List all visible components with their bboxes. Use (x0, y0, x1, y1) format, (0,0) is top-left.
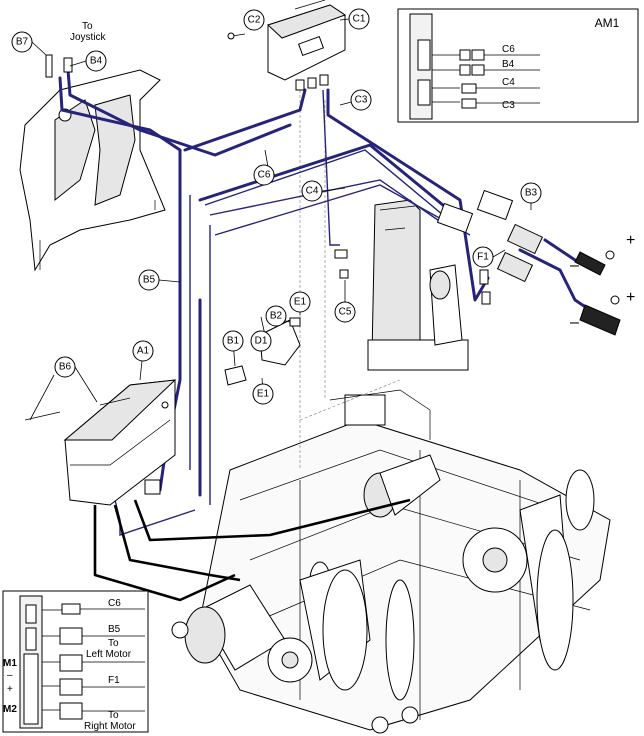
svg-text:C5: C5 (339, 307, 352, 318)
a1-label-to-right-2: Right Motor (84, 721, 136, 732)
callout-c4: C4 (301, 180, 323, 202)
a1-label-to-left-2: Left Motor (86, 649, 132, 660)
svg-text:C2: C2 (248, 15, 261, 26)
a1-label-m1: M1 (3, 658, 17, 669)
svg-text:B1: B1 (227, 336, 240, 347)
plus-sign-bottom: + (626, 289, 635, 306)
chassis-frame (171, 80, 611, 734)
svg-text:C1: C1 (353, 14, 366, 25)
a1-label-plus: + (7, 684, 13, 695)
callouts: B7 B4 C2 C1 C3 C6 C4 B3 F1 C5 B5 E1 B2 D… (11, 8, 542, 405)
minus-sign-top: – (570, 257, 579, 274)
left-motor (171, 559, 419, 734)
am1-row-c6: C6 (502, 44, 515, 55)
inset-am1: AM1 C6 B4 C4 C3 (397, 8, 639, 123)
callout-c6: C6 (253, 164, 275, 186)
to-joystick-text-1: To (82, 21, 93, 32)
callout-e1-upper: E1 (289, 291, 311, 313)
callout-b4: B4 (85, 50, 107, 72)
callout-e1-lower: E1 (252, 383, 274, 405)
svg-text:C6: C6 (258, 170, 271, 181)
svg-text:C4: C4 (306, 186, 319, 197)
a1-label-f1: F1 (108, 675, 120, 686)
callout-c5: C5 (334, 301, 356, 323)
svg-text:B7: B7 (16, 37, 29, 48)
callout-f1: F1 (472, 246, 494, 268)
controller-a1 (24, 379, 177, 506)
annotation-text: To Joystick + – + – (70, 21, 635, 331)
svg-text:A1: A1 (137, 346, 150, 357)
svg-text:F1: F1 (477, 252, 489, 263)
a1-label-minus: – (7, 670, 13, 681)
a1-label-b5: B5 (108, 624, 121, 635)
power-cables (93, 498, 411, 602)
svg-text:E1: E1 (257, 389, 270, 400)
seat-actuator (367, 199, 469, 371)
callout-c2: C2 (243, 9, 265, 31)
svg-text:B4: B4 (90, 56, 103, 67)
plus-sign-top: + (626, 232, 635, 249)
to-joystick-text-2: Joystick (70, 32, 107, 43)
svg-text:C3: C3 (355, 95, 368, 106)
callout-c1: C1 (348, 8, 370, 30)
am1-row-b4: B4 (502, 59, 515, 70)
svg-text:B6: B6 (59, 362, 72, 373)
a1-label-m2: M2 (3, 704, 17, 715)
controller-c1 (227, 0, 347, 91)
connectors (45, 54, 621, 386)
am1-row-c4: C4 (502, 77, 515, 88)
a1-label-to-left-1: To (108, 638, 119, 649)
svg-text:B2: B2 (270, 311, 283, 322)
callout-b2: B2 (265, 305, 287, 327)
callout-a1: A1 (132, 340, 154, 362)
joystick-shroud (19, 69, 166, 272)
callout-b3: B3 (520, 182, 542, 204)
callout-b6: B6 (54, 356, 76, 378)
minus-sign-bottom: – (570, 314, 579, 331)
a1-label-to-right-1: To (108, 710, 119, 721)
inset-am1-title: AM1 (595, 16, 620, 30)
callout-b1: B1 (222, 330, 244, 352)
right-motor (363, 454, 595, 671)
inset-a1: C6 B5 To Left Motor M1 – + F1 M2 To Righ… (2, 590, 149, 733)
callout-b5: B5 (138, 269, 160, 291)
callout-d1-visible: D1 (250, 330, 272, 352)
svg-text:E1: E1 (294, 297, 307, 308)
svg-text:D1: D1 (255, 336, 268, 347)
callout-b7: B7 (11, 31, 33, 53)
svg-text:B5: B5 (143, 275, 156, 286)
svg-text:B3: B3 (525, 188, 538, 199)
am1-row-c3: C3 (502, 100, 515, 111)
a1-label-c6: C6 (108, 598, 121, 609)
callout-c3: C3 (350, 89, 372, 111)
